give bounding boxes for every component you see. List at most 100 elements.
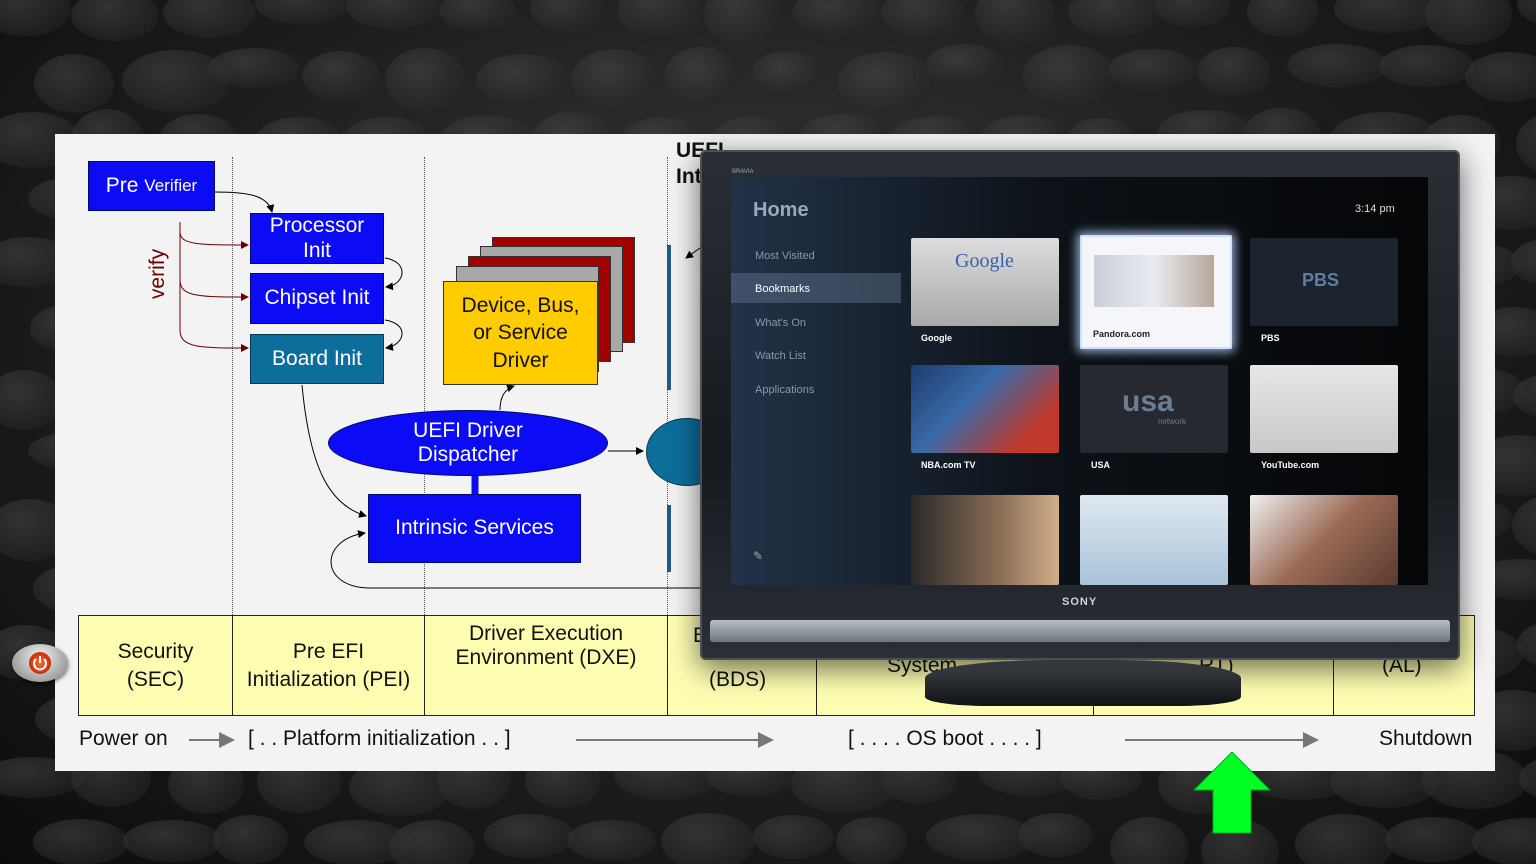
timeline-power-on: Power on — [79, 727, 168, 750]
background-blob — [1110, 817, 1188, 864]
phase-pei: Pre EFI Initialization (PEI) — [233, 616, 425, 715]
menu-whats-on[interactable]: What's On — [755, 317, 807, 329]
background-blob — [1294, 814, 1393, 864]
background-blob — [663, 46, 739, 107]
background-blob — [1465, 51, 1536, 102]
tile-pbs[interactable]: PBS — [1250, 238, 1398, 326]
background-blob — [122, 819, 222, 863]
screen-time: 3:14 pm — [1355, 203, 1395, 215]
background-blob — [475, 53, 570, 105]
tile-google[interactable]: Google — [911, 238, 1059, 326]
background-blob — [752, 50, 824, 95]
phase-divider — [232, 157, 233, 615]
tile-usa[interactable]: usa network — [1080, 365, 1228, 453]
menu-watch-list[interactable]: Watch List — [755, 350, 806, 362]
connector — [685, 247, 701, 259]
connector — [499, 384, 515, 411]
timeline-platform-init: [ . . Platform initialization . . ] — [248, 727, 511, 750]
timeline-os-boot: [ . . . . OS boot . . . . ] — [848, 727, 1042, 750]
connector — [301, 384, 367, 518]
background-blob — [388, 820, 475, 864]
background-blob — [385, 47, 466, 112]
background-blob — [0, 369, 63, 430]
background-blob — [925, 44, 1003, 86]
background-blob — [1023, 45, 1115, 107]
tile-nba[interactable] — [911, 365, 1059, 453]
background-blob — [1513, 373, 1536, 420]
tv-screen: Home 3:14 pm Most Visited Bookmarks What… — [731, 177, 1428, 585]
usa-logo-sub: network — [1158, 417, 1187, 426]
verify-arrow — [179, 222, 249, 249]
up-arrow-icon — [1193, 752, 1271, 834]
timeline-shutdown: Shutdown — [1379, 727, 1473, 750]
background-blob — [301, 51, 381, 102]
tile-label-youtube: YouTube.com — [1261, 460, 1320, 470]
background-blob — [33, 53, 115, 113]
tile-news[interactable] — [1250, 495, 1398, 585]
background-blob — [1067, 0, 1162, 37]
background-blob — [753, 814, 835, 860]
intrinsic-services-box: Intrinsic Services — [368, 494, 581, 563]
background-blob — [1246, 0, 1319, 37]
processor-init-box: Processor Init — [250, 213, 384, 264]
background-blob — [208, 47, 301, 89]
tile-twitter[interactable] — [1080, 495, 1228, 585]
power-button[interactable] — [12, 644, 68, 682]
background-blob — [570, 48, 660, 111]
background-blob — [1018, 812, 1093, 858]
verify-label: verify — [146, 248, 169, 300]
board-init-box: Board Init — [250, 334, 384, 384]
chipset-init-box: Chipset Init — [250, 273, 384, 324]
pencil-icon: ✎ — [753, 549, 764, 563]
connector — [214, 191, 275, 213]
tv-model: BRAVIA — [732, 169, 754, 175]
tile-vevo[interactable] — [911, 495, 1059, 585]
background-blob — [70, 0, 159, 42]
background-blob — [32, 818, 128, 864]
tile-label-google: Google — [921, 333, 952, 343]
device-driver-box: Device, Bus, or Service Driver — [443, 281, 598, 385]
menu-most-visited[interactable]: Most Visited — [755, 250, 815, 262]
menu-selected-bg — [731, 273, 901, 303]
pbs-logo: PBS — [1302, 270, 1340, 290]
tv-stand — [925, 660, 1241, 706]
connector — [330, 530, 700, 589]
connector — [384, 257, 403, 291]
tv-brand: SONY — [1062, 596, 1098, 608]
pre-verifier-big: Pre — [105, 173, 139, 197]
background-blob — [1516, 621, 1536, 668]
tile-youtube[interactable] — [1250, 365, 1398, 453]
tile-label-pandora: Pandora.com — [1093, 329, 1151, 339]
background-blob — [1384, 816, 1481, 863]
background-blob — [566, 820, 656, 861]
background-blob — [1379, 45, 1474, 88]
background-blob — [1107, 48, 1198, 91]
background-blob — [483, 814, 574, 858]
background-blob — [880, 0, 965, 39]
tile-label-nba: NBA.com TV — [921, 460, 976, 470]
background-blob — [660, 812, 755, 864]
phase-bds-text: (BDS) — [709, 668, 767, 691]
background-blob — [926, 813, 1035, 861]
background-blob — [1286, 44, 1389, 88]
background-blob — [1197, 46, 1270, 96]
background-blob — [1515, 111, 1536, 175]
google-logo: Google — [955, 250, 1014, 272]
menu-bookmarks[interactable]: Bookmarks — [755, 283, 811, 295]
tile-pandora[interactable] — [1080, 235, 1232, 349]
usa-logo: usa — [1122, 385, 1174, 418]
phase-divider — [424, 157, 425, 615]
tv-bottom-bezel — [710, 620, 1450, 642]
screen-title: Home — [753, 199, 809, 221]
tv: BRAVIA Home 3:14 pm Most Visited Bookmar… — [700, 150, 1460, 660]
tile-label-pbs: PBS — [1261, 333, 1280, 343]
verify-arrow — [179, 280, 249, 352]
uefi-interface-line2: Int — [676, 165, 702, 189]
dispatcher-ellipse: UEFI Driver Dispatcher — [328, 410, 608, 476]
background-blob — [837, 52, 934, 115]
tile-label-usa: USA — [1091, 460, 1111, 470]
background-blob — [836, 817, 908, 864]
phase-dxe: Driver Execution Environment (DXE) — [425, 616, 668, 715]
menu-applications[interactable]: Applications — [755, 384, 815, 396]
